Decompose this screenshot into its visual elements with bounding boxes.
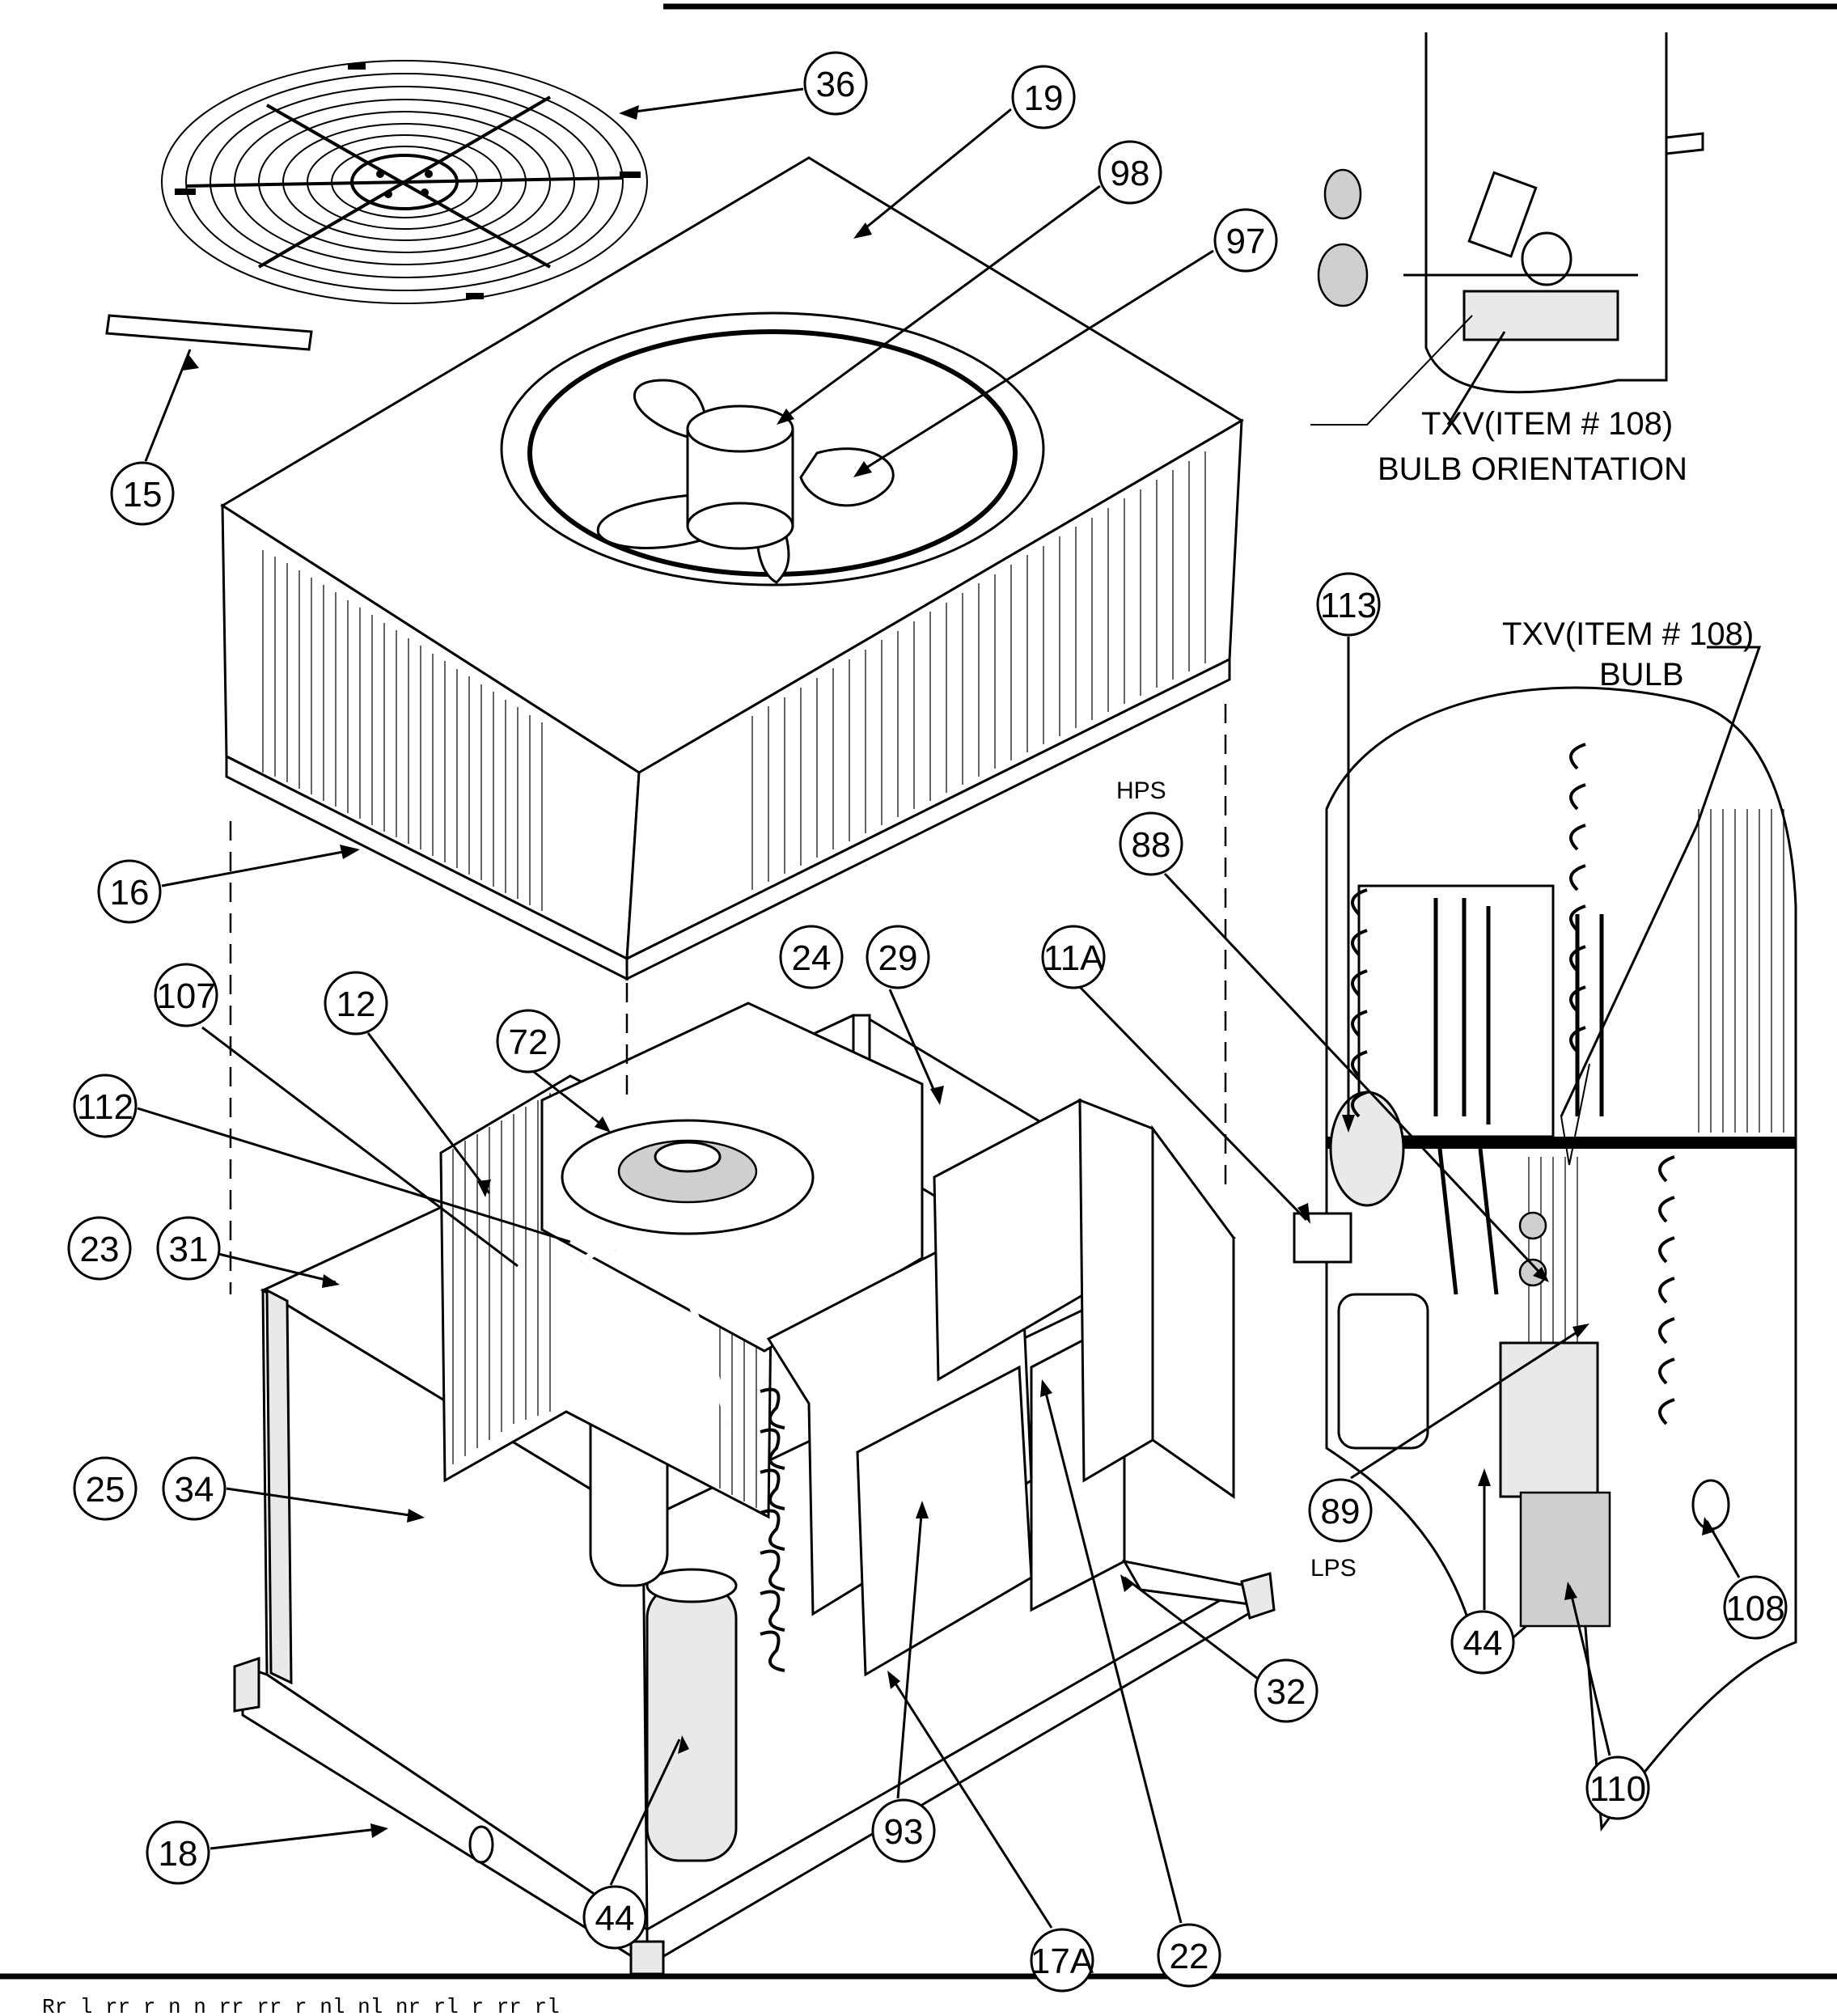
callout-label: 113: [1320, 586, 1377, 625]
callout-label: 23: [80, 1230, 120, 1269]
fan-guard: [161, 60, 648, 304]
callout-113: 113: [1316, 572, 1381, 637]
callout-110: 110: [1585, 1756, 1650, 1820]
callout-112: 112: [73, 1074, 138, 1138]
inset-txv-orientation: [1310, 32, 1704, 426]
callout-label: 12: [337, 985, 376, 1024]
callout-72: 72: [496, 1009, 561, 1074]
callout-15: 15: [110, 461, 175, 526]
condenser-fan: [500, 311, 1045, 587]
callout-label: 112: [77, 1087, 133, 1127]
callout-list: 36 19 98 97 15 16 24 29 11A 107 12 72 11…: [67, 51, 1788, 1993]
callout-107: 107: [154, 963, 218, 1027]
callout-108: 108: [1723, 1575, 1788, 1640]
callout-label: 32: [1267, 1672, 1306, 1712]
callout-12: 12: [324, 971, 388, 1036]
callout-24: 24: [779, 925, 844, 989]
callout-label: 36: [816, 65, 856, 104]
callout-label: 17A: [1031, 1942, 1094, 1981]
callout-88: 88: [1119, 811, 1183, 876]
callout-label: 29: [878, 938, 918, 978]
callout-89: 89: [1308, 1478, 1373, 1543]
callout-label: 18: [159, 1834, 198, 1874]
footer-text: Rr l rr r n n rr rr r nl nl nr rl r rr r…: [42, 1995, 560, 2016]
callout-label: 25: [86, 1470, 125, 1510]
base-unit: [233, 1002, 1276, 1976]
callout-label: 34: [175, 1470, 214, 1510]
txv-bulb-line1: TXV(ITEM # 108): [1502, 616, 1754, 652]
callout-label: 72: [509, 1023, 548, 1062]
alignment-lines: [229, 704, 1227, 1294]
hps-label: HPS: [1116, 777, 1166, 804]
callout-label: 107: [156, 976, 215, 1016]
txv-bulb-line2: BULB: [1599, 657, 1684, 692]
callout-label: 15: [123, 475, 163, 515]
leader-lines: [137, 87, 1741, 1929]
callout-19: 19: [1011, 65, 1076, 129]
callout-label: 97: [1226, 222, 1266, 261]
txv-orientation-line2: BULB ORIENTATION: [1378, 451, 1687, 487]
inset-txv-bulb: [1293, 646, 1797, 1832]
callout-22: 22: [1157, 1923, 1221, 1988]
callout-36: 36: [803, 51, 868, 116]
callout-44-inset: 44: [1450, 1610, 1515, 1675]
txv-orientation-line1: TXV(ITEM # 108): [1421, 406, 1673, 442]
callout-label: 110: [1589, 1769, 1646, 1809]
callout-29: 29: [866, 925, 930, 989]
callout-18: 18: [146, 1820, 210, 1885]
callout-31: 31: [156, 1216, 221, 1281]
callout-label: 24: [792, 938, 832, 978]
callout-34: 34: [162, 1456, 226, 1521]
callout-97: 97: [1213, 208, 1278, 273]
callout-11A: 11A: [1041, 925, 1106, 989]
callout-label: 16: [110, 873, 150, 913]
callout-label: 11A: [1043, 938, 1104, 978]
callout-label: 31: [169, 1230, 209, 1269]
callout-label: 98: [1111, 154, 1150, 193]
trim-strip: [105, 314, 313, 351]
arrowheads: [183, 105, 1715, 1838]
callout-16: 16: [97, 859, 162, 924]
callout-label: 93: [884, 1812, 924, 1852]
callout-label: 22: [1170, 1937, 1209, 1976]
callout-44-compressor: 44: [582, 1885, 647, 1950]
callout-25: 25: [73, 1456, 138, 1521]
callout-label: 89: [1321, 1492, 1361, 1531]
callout-label: 108: [1725, 1589, 1784, 1628]
callout-label: 19: [1024, 78, 1064, 118]
callout-93: 93: [871, 1798, 936, 1863]
callout-label: 44: [595, 1899, 635, 1938]
callout-23: 23: [67, 1216, 132, 1281]
lps-label: LPS: [1310, 1555, 1357, 1582]
callout-32: 32: [1254, 1658, 1318, 1723]
callout-98: 98: [1098, 140, 1162, 205]
callout-17A: 17A: [1030, 1928, 1094, 1993]
callout-label: 44: [1463, 1624, 1503, 1663]
callout-label: 88: [1132, 825, 1171, 865]
